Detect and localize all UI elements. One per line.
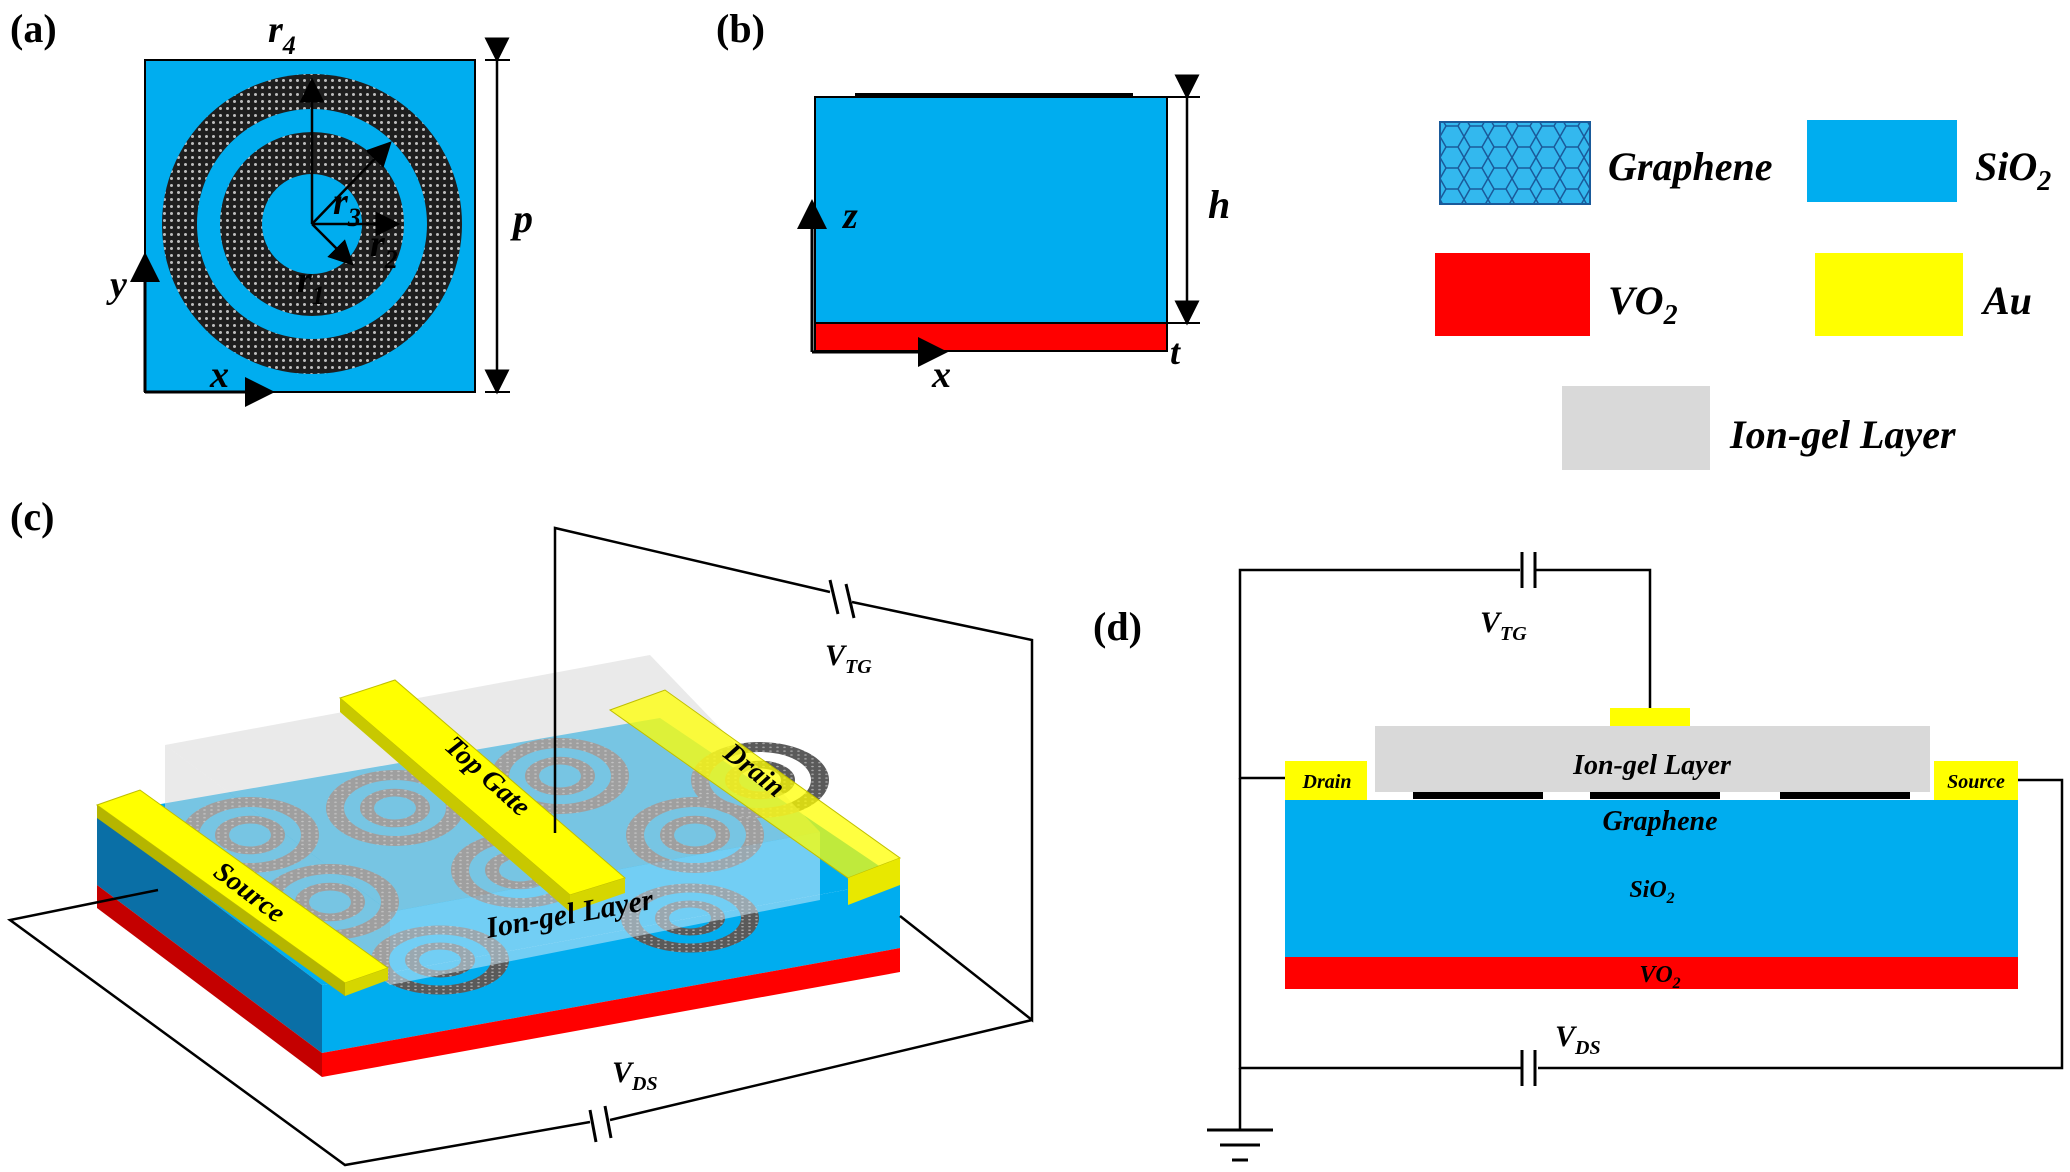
r1-arrow <box>311 223 354 266</box>
r4-label: r4 <box>268 9 296 60</box>
legend-ion-gel-label: Ion-gel Layer <box>1729 412 1956 457</box>
panel-a-label: (a) <box>10 6 57 51</box>
substrate-left-face <box>97 815 322 1053</box>
t-label: t <box>1170 332 1181 372</box>
vds-wire-left <box>6 888 591 1167</box>
legend-graphene-swatch <box>1439 121 1591 205</box>
ion-gel-front <box>390 832 820 985</box>
panel-d: (d) Ion-gel Layer Drain Source Graphene … <box>1093 552 2064 1162</box>
vds-capacitor-plate-2 <box>603 1105 613 1139</box>
source-electrode-d <box>1934 761 2018 800</box>
sio2-layer-cross-section <box>814 96 1168 324</box>
y-axis-label: y <box>106 264 127 306</box>
legend-ion-gel-swatch <box>1562 386 1710 470</box>
vtg-capacitor-plate-2 <box>844 583 856 619</box>
vo2-layer-cross-section <box>814 322 1168 352</box>
graphene-strip-2 <box>1590 792 1720 799</box>
source-label-d: Source <box>1947 771 2005 793</box>
r2-label: r2 <box>370 223 398 274</box>
vtg-wire-right-d <box>1535 568 1652 708</box>
vds-label-c: VDS <box>612 1056 658 1095</box>
vtg-wire-left <box>553 526 831 833</box>
panel-d-label: (d) <box>1093 604 1142 649</box>
vtg-wire-right <box>851 600 1034 1023</box>
vds-capacitor-plate-1 <box>588 1109 598 1143</box>
sio2-layer-d <box>1285 800 2018 957</box>
vo2-layer-d <box>1285 957 2018 989</box>
top-gate-electrode-d <box>1610 708 1690 726</box>
x-axis-label-b: x <box>931 354 951 396</box>
graphene-strip-1 <box>1413 792 1543 799</box>
ion-gel-side <box>165 745 390 985</box>
panel-c: (c) Source <box>6 494 1034 1167</box>
legend-au-swatch <box>1815 253 1963 336</box>
vds-wire-right <box>609 1018 1033 1122</box>
panel-a: (a) r4 r3 r1 r2 y x p <box>10 6 533 407</box>
vds-label-d: VDS <box>1555 1020 1601 1059</box>
legend-sio2-swatch <box>1807 120 1957 202</box>
vds-wire-right-d <box>1538 778 2064 1070</box>
vtg-capacitor-plate-1 <box>828 579 840 615</box>
h-label: h <box>1208 182 1230 227</box>
panel-b-label: (b) <box>716 6 765 51</box>
ion-gel-label-d: Ion-gel Layer <box>1572 750 1732 781</box>
panel-b: (b) h t z x <box>716 6 1230 396</box>
graphene-label-d: Graphene <box>1602 806 1717 837</box>
legend-au-label: Au <box>1980 278 2032 323</box>
vo2-left-face <box>97 885 322 1077</box>
vo2-front-face <box>322 948 900 1077</box>
drain-electrode-d <box>1285 761 1367 800</box>
graphene-strip-3 <box>1780 792 1910 799</box>
r3-label: r3 <box>333 181 361 232</box>
ion-gel-layer-d <box>1375 726 1930 792</box>
drain-label-d: Drain <box>1302 771 1352 793</box>
vtg-label-d: VTG <box>1480 606 1527 645</box>
period-label: p <box>510 196 533 241</box>
x-axis-label: x <box>209 354 229 396</box>
vtg-wire-left-d <box>1238 568 1520 780</box>
vtg-label-c: VTG <box>825 639 872 678</box>
z-axis-label: z <box>841 195 858 237</box>
r3-arrow <box>311 141 392 225</box>
legend-vo2-swatch <box>1435 253 1590 336</box>
vo2-label-d: VO2 <box>1639 962 1680 992</box>
panel-c-label: (c) <box>10 494 54 539</box>
legend: Graphene SiO2 VO2 Au Ion-gel Layer <box>1435 120 2051 470</box>
legend-graphene-label: Graphene <box>1608 144 1772 189</box>
legend-sio2-label: SiO2 <box>1975 144 2051 197</box>
legend-vo2-label: VO2 <box>1608 278 1678 331</box>
sio2-label-d: SiO2 <box>1629 877 1674 907</box>
r1-label: r1 <box>297 259 325 310</box>
